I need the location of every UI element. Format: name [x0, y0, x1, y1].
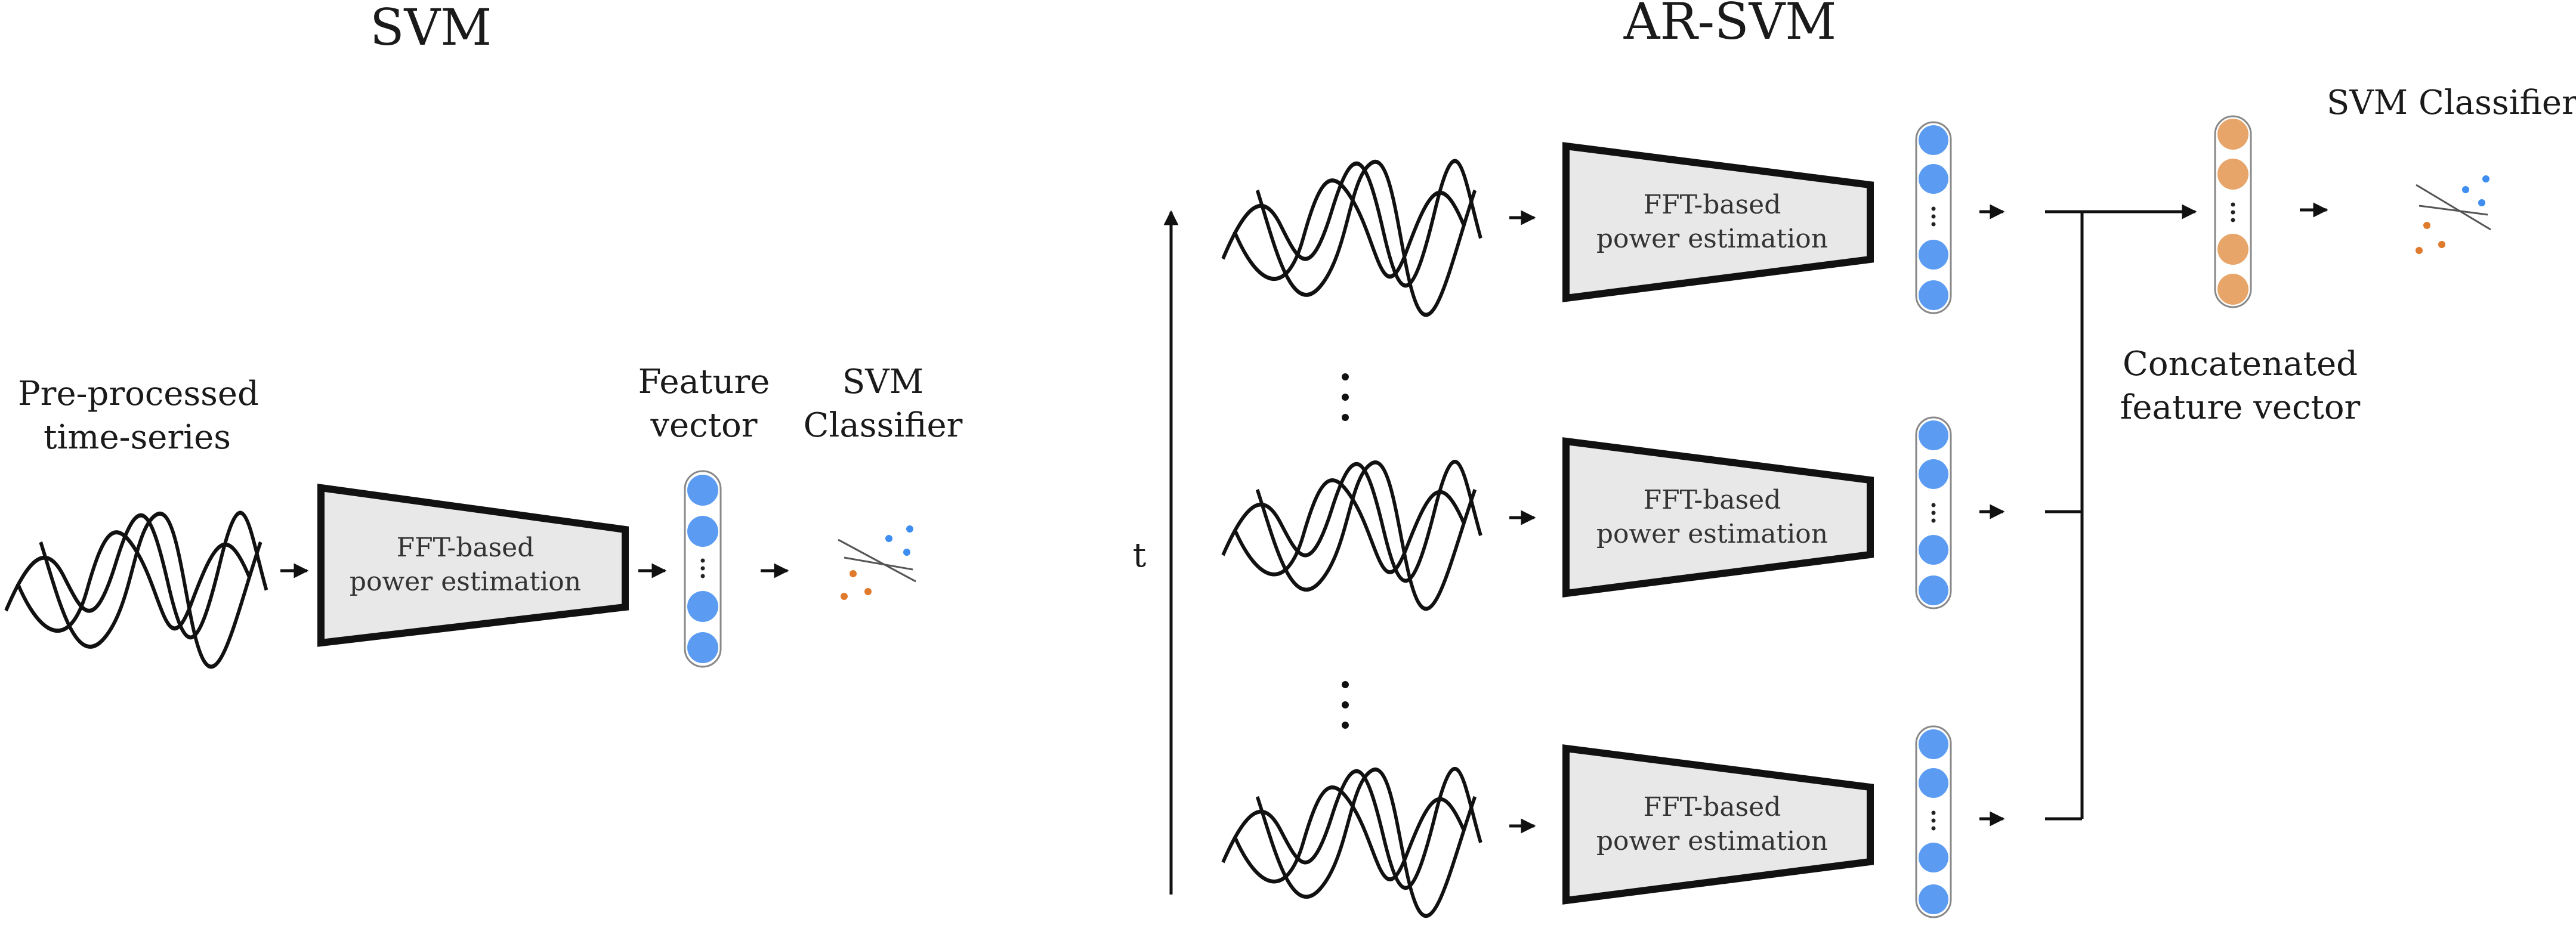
concatenated-feature-vector	[2214, 115, 2252, 308]
svm-fft-label-line1: FFT-based	[396, 533, 535, 563]
vertical-ellipsis-1	[1342, 373, 1349, 421]
ar-row-1-fft-label-line2: power estimation	[1596, 224, 1828, 255]
feature-node	[687, 516, 718, 547]
ar-row-3-fft-label-line2: power estimation	[1596, 826, 1828, 857]
feature-node	[1919, 459, 1948, 489]
ar-row-2-fft-block	[1562, 437, 1874, 598]
feature-node	[1919, 575, 1948, 605]
feature-node	[1919, 843, 1948, 872]
ar-row-3-feature-vector	[1915, 725, 1952, 918]
feature-node	[687, 632, 718, 663]
ar-row-2	[1223, 416, 2005, 609]
svm-title: SVM	[370, 0, 492, 57]
ar-svm-title: AR-SVM	[1623, 0, 1837, 51]
ar-row-1	[1223, 121, 2005, 315]
ar-row-3-timeseries	[1223, 769, 1481, 916]
feature-node	[1919, 729, 1948, 759]
feature-node	[1919, 884, 1948, 914]
svm-input-label-line2: time-series	[43, 417, 231, 457]
feature-node	[1919, 280, 1948, 310]
ar-svm-classifier-label: SVM Classifier	[2327, 83, 2576, 122]
vertical-ellipsis-2	[1342, 681, 1349, 729]
svm-classifier-label: SVM Classifier	[793, 361, 972, 448]
ar-row-2-fft-label-line2: power estimation	[1596, 519, 1828, 550]
svm-input-timeseries	[6, 513, 267, 667]
svm-feature-label-line2: vector	[650, 406, 758, 445]
svm-fft-label-line2: power estimation	[349, 567, 582, 598]
feature-node	[1919, 240, 1948, 270]
svm-classifier-label-line2: Classifier	[803, 406, 963, 445]
ar-svm-classifier-scatter-icon	[2416, 175, 2491, 254]
concat-label-line1: Concatenated	[2123, 345, 2358, 383]
ar-row-3	[1223, 725, 2005, 918]
ar-row-1-fft-label-line1: FFT-based	[1643, 190, 1781, 220]
svm-fft-label: FFT-based power estimation	[346, 531, 585, 599]
feature-node	[687, 591, 718, 622]
ar-row-3-fft-label-line1: FFT-based	[1643, 792, 1781, 822]
concatenation-bracket	[2045, 204, 2197, 821]
svm-feature-vector	[684, 470, 722, 668]
ar-row-2-fft-label: FFT-based power estimation	[1593, 483, 1831, 551]
ar-row-3-fft-label: FFT-based power estimation	[1593, 790, 1831, 858]
concat-node	[2217, 274, 2248, 305]
ar-row-3-fft-block	[1562, 744, 1874, 905]
ar-row-2-fft-label-line1: FFT-based	[1643, 485, 1781, 515]
ar-row-1-feature-vector	[1915, 121, 1952, 314]
concat-node	[2217, 159, 2248, 190]
ar-row-2-feature-vector	[1915, 416, 1952, 609]
ellipsis-dot	[700, 574, 705, 578]
svm-feature-label-line1: Feature	[638, 363, 770, 401]
concat-label: Concatenated feature vector	[2115, 343, 2365, 430]
feature-node	[1919, 535, 1948, 565]
feature-node	[1919, 768, 1948, 798]
ar-row-1-fft-label: FFT-based power estimation	[1593, 188, 1831, 256]
concat-node	[2217, 119, 2248, 150]
ellipsis-dot	[700, 566, 705, 571]
svm-input-label-line1: Pre-processed	[18, 375, 259, 413]
svm-fft-block	[317, 484, 629, 647]
svm-input-label: Pre-processed time-series	[18, 373, 259, 460]
feature-node	[1919, 125, 1948, 155]
svm-feature-label: Feature vector	[614, 361, 793, 448]
ar-row-1-fft-block	[1562, 142, 1874, 302]
feature-node	[1919, 420, 1948, 450]
svm-classifier-scatter-icon	[838, 525, 916, 600]
ellipsis-dot	[700, 558, 705, 563]
feature-node	[687, 475, 718, 506]
ar-row-2-timeseries	[1223, 462, 1481, 609]
ar-row-1-timeseries	[1223, 161, 1481, 315]
svm-classifier-label-line1: SVM	[842, 363, 924, 401]
ar-svm-section	[1163, 115, 2491, 918]
concat-label-line2: feature vector	[2120, 388, 2361, 427]
time-axis-label: t	[1132, 536, 1147, 575]
svm-section	[6, 470, 916, 668]
feature-node	[1919, 164, 1948, 194]
concat-node	[2217, 234, 2248, 265]
